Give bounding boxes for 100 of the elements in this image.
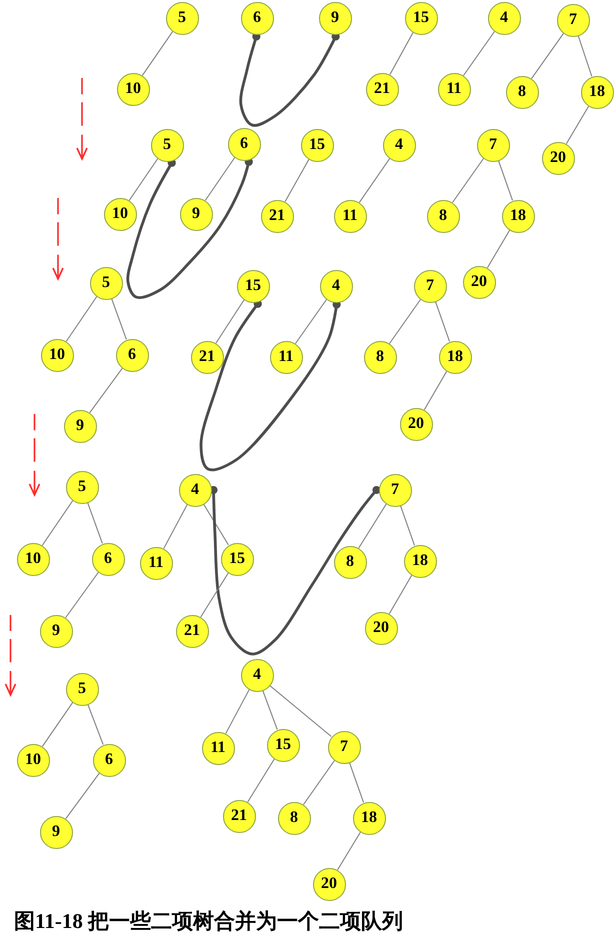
tree-edge xyxy=(269,685,332,737)
tree-node: 11 xyxy=(438,72,470,106)
tree-node: 8 xyxy=(506,76,538,108)
tree-edge xyxy=(215,299,245,344)
tree-node: 7 xyxy=(476,128,510,162)
tree-edge xyxy=(142,31,174,76)
merge-curve xyxy=(126,158,253,299)
tree-edge xyxy=(262,690,278,730)
figure-caption: 图11-18 把一些二项树合并为一个二项队列 xyxy=(14,909,404,934)
merge-curve xyxy=(200,300,341,472)
merge-curve xyxy=(239,32,340,127)
tree-node: 7 xyxy=(556,4,590,36)
tree-node: 11 xyxy=(334,200,366,232)
tree-node: 8 xyxy=(278,802,310,834)
tree-node: 6 xyxy=(240,2,274,34)
tree-node: 6 xyxy=(92,542,124,576)
tree-edge xyxy=(66,296,98,342)
tree-node: 8 xyxy=(334,546,366,578)
tree-node: 9 xyxy=(180,198,212,230)
tree-edge xyxy=(200,572,229,618)
tree-node: 20 xyxy=(400,408,432,440)
tree-node: 20 xyxy=(542,142,574,174)
tree-edge xyxy=(424,370,448,410)
tree-edge xyxy=(531,32,564,80)
tree-edge xyxy=(452,158,484,203)
tree-node: 6 xyxy=(228,128,260,160)
tree-node: 5 xyxy=(66,470,98,504)
tree-node: 9 xyxy=(40,816,72,848)
tree-node: 18 xyxy=(580,76,614,108)
tree-edge xyxy=(400,505,416,546)
tree-node: 9 xyxy=(318,2,352,34)
tree-edge xyxy=(358,504,387,548)
tree-edge xyxy=(87,704,104,746)
tree-node: 7 xyxy=(378,474,412,506)
tree-edge xyxy=(111,298,127,340)
tree-edge xyxy=(42,702,74,747)
tree-edge xyxy=(389,299,421,344)
tree-node: 4 xyxy=(382,128,416,162)
tree-edge xyxy=(247,758,275,802)
tree-node: 10 xyxy=(16,744,50,776)
tree-node: 18 xyxy=(352,802,386,834)
tree-node: 15 xyxy=(236,270,270,302)
tree-node: 4 xyxy=(240,658,274,692)
tree-edge xyxy=(65,772,100,820)
tree-edge xyxy=(358,158,390,203)
tree-edge xyxy=(498,160,514,201)
tree-node: 6 xyxy=(92,744,126,776)
tree-node: 9 xyxy=(40,614,72,648)
tree-edge xyxy=(388,574,412,614)
tree-node: 4 xyxy=(488,2,520,34)
tree-node: 21 xyxy=(176,614,208,648)
tree-node: 5 xyxy=(90,266,122,300)
tree-node: 11 xyxy=(202,732,234,764)
tree-node: 5 xyxy=(150,128,184,162)
tree-node: 7 xyxy=(414,270,446,302)
tree-node: 6 xyxy=(116,338,148,372)
tree-edge xyxy=(163,504,188,549)
tree-edge xyxy=(128,158,158,201)
tree-node: 9 xyxy=(64,410,96,442)
tree-edge xyxy=(225,689,250,734)
tree-edge xyxy=(337,832,361,870)
tree-node: 18 xyxy=(502,200,534,232)
tree-edge xyxy=(295,299,327,344)
tree-node: 21 xyxy=(366,72,398,106)
tree-edge xyxy=(389,32,414,76)
tree-edge xyxy=(87,502,103,544)
tree-edge xyxy=(65,572,99,618)
tree-edge xyxy=(463,31,495,76)
tree-edge xyxy=(42,500,74,546)
tree-node: 5 xyxy=(166,2,198,34)
tree-node: 21 xyxy=(190,340,224,374)
tree-node: 8 xyxy=(364,340,396,374)
tree-node: 11 xyxy=(270,340,302,374)
tree-node: 18 xyxy=(438,340,472,374)
tree-node: 21 xyxy=(260,200,294,232)
tree-edge xyxy=(303,760,335,805)
tree-node: 15 xyxy=(300,128,334,162)
tree-node: 4 xyxy=(320,270,352,302)
tree-edge xyxy=(89,368,123,414)
tree-node: 8 xyxy=(426,200,460,232)
tree-node: 10 xyxy=(116,72,150,106)
tree-edge xyxy=(486,230,510,268)
tree-node: 15 xyxy=(404,2,438,34)
tree-node: 15 xyxy=(220,542,254,576)
tree-edge xyxy=(434,301,450,342)
tree-node: 10 xyxy=(40,338,74,372)
merge-curve xyxy=(209,486,381,656)
tree-node: 7 xyxy=(328,730,360,764)
tree-edge xyxy=(348,762,364,803)
tree-node: 10 xyxy=(104,198,136,230)
tree-edge xyxy=(578,35,592,77)
tree-node: 18 xyxy=(404,544,436,578)
tree-node: 11 xyxy=(140,546,172,580)
tree-node: 20 xyxy=(364,612,398,644)
tree-node: 15 xyxy=(266,728,300,762)
tree-edge xyxy=(284,158,310,202)
tree-edge xyxy=(204,157,236,201)
tree-node: 20 xyxy=(312,868,346,900)
tree-node: 5 xyxy=(66,672,98,706)
tree-node: 4 xyxy=(178,474,212,506)
